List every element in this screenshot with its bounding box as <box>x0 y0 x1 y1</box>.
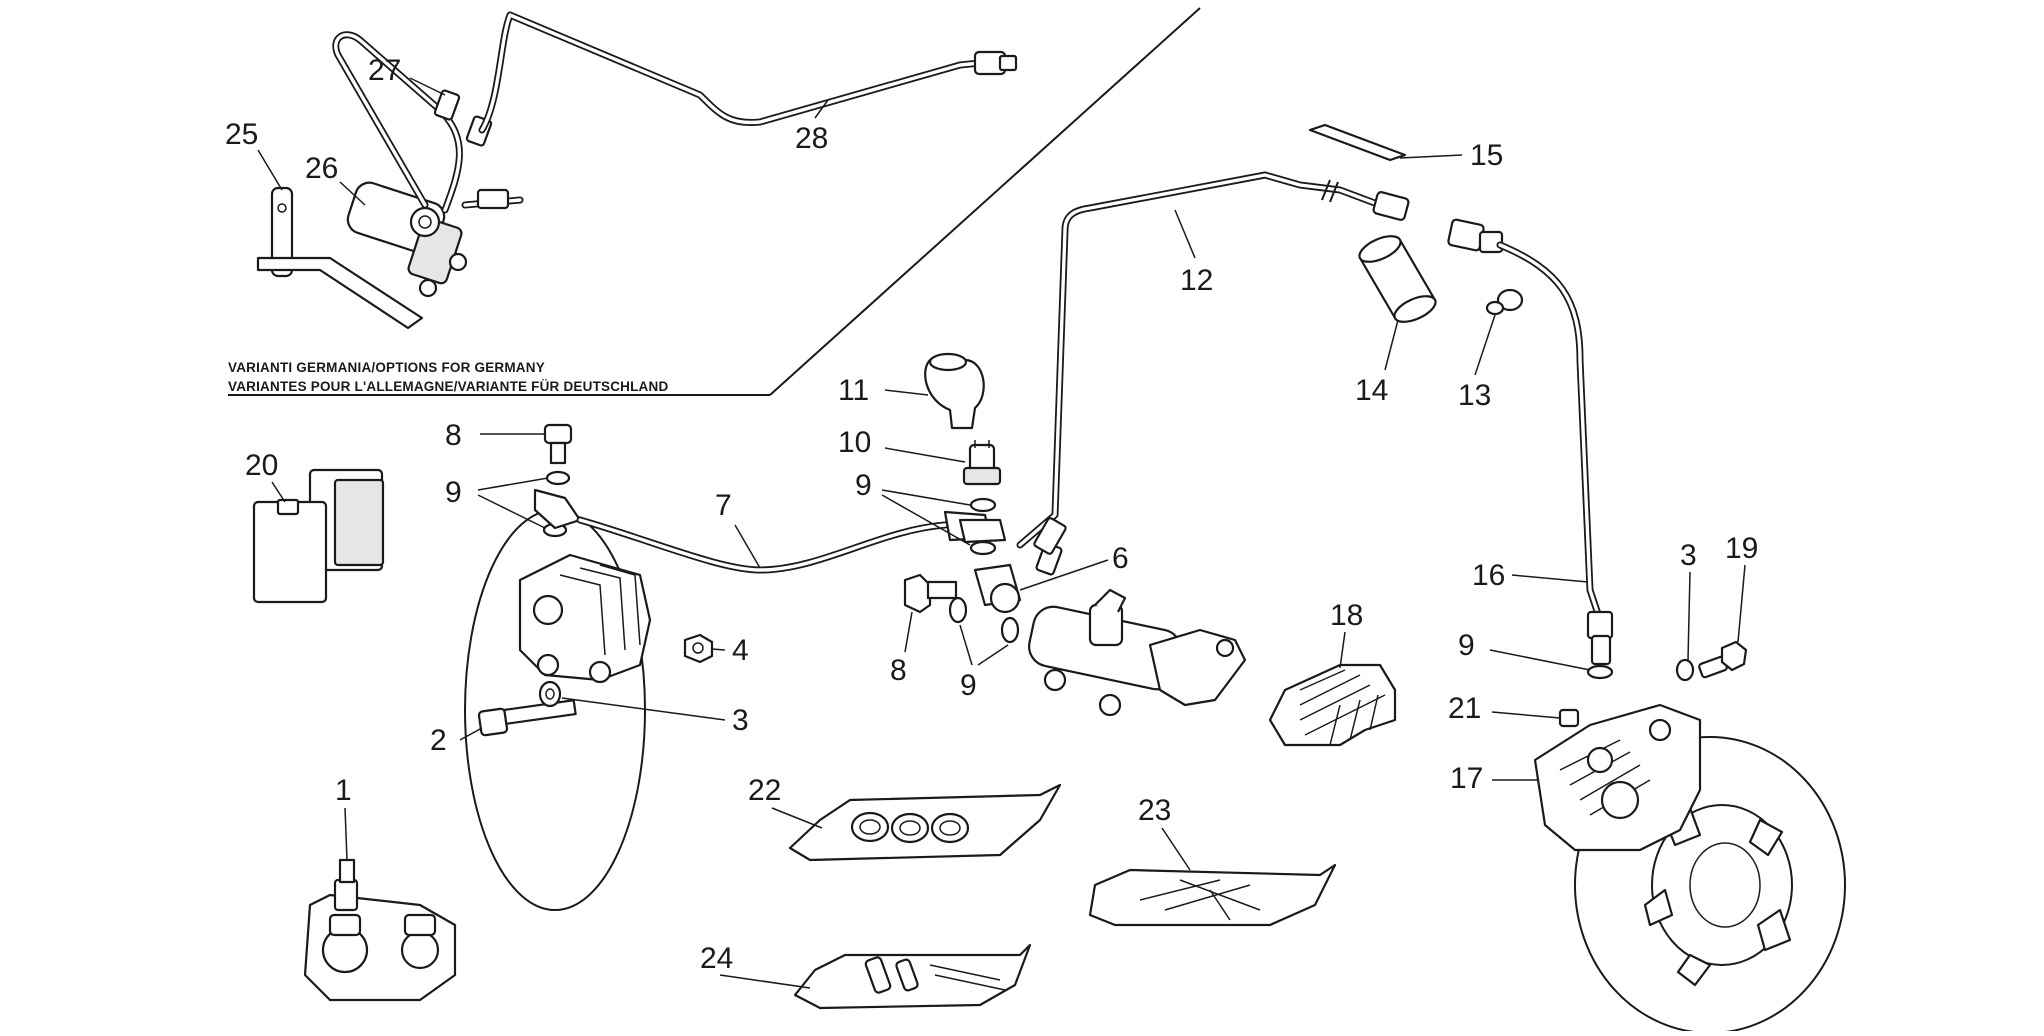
callout-19: 19 <box>1725 532 1758 565</box>
callout-11: 11 <box>838 374 869 407</box>
part-4-nut <box>683 633 714 664</box>
part-19-bolt <box>1698 640 1748 679</box>
part-12-brake-pipe <box>1016 171 1410 555</box>
part-9-washers-center <box>958 497 1007 556</box>
callout-16: 16 <box>1472 559 1505 592</box>
part-23-spring-kit <box>1088 863 1337 927</box>
callout-9-left: 9 <box>445 476 462 509</box>
part-16-rear-hose <box>1447 218 1614 666</box>
callout-6: 6 <box>1112 542 1129 575</box>
callout-25: 25 <box>225 118 258 151</box>
part-8-banjo-bolt-center <box>903 573 958 614</box>
part-27-pipe-loop <box>332 31 493 214</box>
callout-10: 10 <box>838 426 871 459</box>
part-caliper-left-main <box>518 553 652 684</box>
part-24-pin-kit <box>793 943 1032 1010</box>
part-20-brake-pads <box>252 468 385 604</box>
callout-13: 13 <box>1458 379 1491 412</box>
callout-8-left: 8 <box>445 419 462 452</box>
callout-1: 1 <box>335 774 352 807</box>
callout-23: 23 <box>1138 794 1171 827</box>
callout-14: 14 <box>1355 374 1388 407</box>
callout-9-right: 9 <box>1458 629 1475 662</box>
panel-divider-diagonal <box>769 7 1201 396</box>
callout-9-center-low: 9 <box>960 669 977 702</box>
callout-26: 26 <box>305 152 338 185</box>
part-1-caliper <box>303 858 457 1002</box>
part-26-master-cylinder <box>346 181 468 298</box>
callout-24: 24 <box>700 942 733 975</box>
part-10-pressure-switch <box>962 440 1002 486</box>
part-28-long-pipe <box>461 11 1018 210</box>
part-22-seal-kit <box>788 783 1062 862</box>
callout-22: 22 <box>748 774 781 807</box>
callout-12: 12 <box>1180 264 1213 297</box>
part-9-washers-left <box>542 470 571 538</box>
part-11-switch-cap <box>924 352 985 430</box>
part-9-washers-center-low <box>948 596 1020 644</box>
callout-7: 7 <box>715 489 732 522</box>
callout-9-center-top: 9 <box>855 469 872 502</box>
part-3-washer-right <box>1675 658 1695 682</box>
callout-3-right: 3 <box>1680 539 1697 572</box>
callout-28: 28 <box>795 122 828 155</box>
callout-21: 21 <box>1448 692 1481 725</box>
part-13-hose-clip <box>1485 288 1524 316</box>
note-line-1: VARIANTI GERMANIA/OPTIONS FOR GERMANY <box>228 360 545 375</box>
part-rear-master-cylinder <box>1028 588 1247 717</box>
part-7-brake-hose <box>533 488 992 574</box>
part-18-heat-shield <box>1268 663 1397 747</box>
part-14-rubber-sleeve <box>1358 235 1437 323</box>
part-2-caliper-bolt <box>477 699 577 737</box>
note-line-2: VARIANTES POUR L'ALLEMAGNE/VARIANTE FÜR … <box>228 379 668 394</box>
part-9-washer-right <box>1586 664 1614 680</box>
callout-8-center: 8 <box>890 654 907 687</box>
part-17-rear-caliper <box>1533 703 1702 852</box>
callout-4: 4 <box>732 634 749 667</box>
part-21-bleed-nipple <box>1558 708 1580 728</box>
part-3-washer-left <box>538 680 562 708</box>
callout-2: 2 <box>430 724 447 757</box>
germany-options-panel: VARIANTI GERMANIA/OPTIONS FOR GERMANY VA… <box>225 7 1201 396</box>
callout-20: 20 <box>245 449 278 482</box>
callout-18: 18 <box>1330 599 1363 632</box>
part-15-clip <box>1308 123 1407 162</box>
part-8-banjo-bolt-left <box>543 423 573 465</box>
callout-17: 17 <box>1450 762 1483 795</box>
callout-15: 15 <box>1470 139 1503 172</box>
callout-27: 27 <box>368 54 401 87</box>
part-25-bracket <box>256 186 424 330</box>
callout-3-left: 3 <box>732 704 749 737</box>
